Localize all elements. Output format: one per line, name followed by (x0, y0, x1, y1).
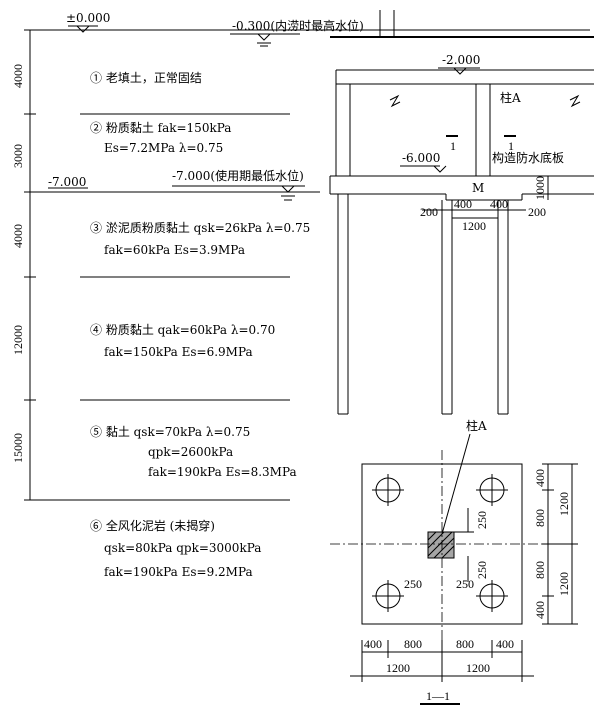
cap-height-dim: 1000 (533, 176, 547, 200)
thickness-label: 12000 (11, 325, 25, 355)
level-layer-boundary: -7.000 (48, 175, 86, 189)
pile-circle (476, 580, 508, 612)
plan-view: 柱A 250 250 250 250 400 800 800 400 1200 … (330, 418, 578, 705)
waterproof-slab-label: 构造防水底板 (492, 150, 564, 165)
dim-200-right: 200 (528, 205, 546, 219)
soil-layer-5-prop: fak=190kPa Es=8.3MPa (148, 465, 297, 479)
elevation-section: -2.000 柱A 1 1 -6.000 构造防水底板 M (329, 10, 594, 415)
level-low-water: -7.000(使用期最低水位) (172, 168, 304, 183)
soil-layer-3-prop: fak=60kPa Es=3.9MPa (104, 243, 245, 257)
soil-layer-1-title: ① 老填土，正常固结 (90, 71, 202, 85)
dim-200-left: 200 (420, 205, 438, 219)
bottom-total: 1200 (386, 661, 410, 675)
level-ground: ±0.000 (66, 11, 110, 25)
soil-layer-6-prop: qsk=80kPa qpk=3000kPa (104, 541, 261, 555)
pile-circle (372, 580, 404, 612)
section-mark: 1 (508, 139, 514, 153)
soil-layer-5-prop: qpk=2600kPa (148, 445, 233, 459)
dim-400-right: 400 (490, 197, 508, 211)
dim-250: 250 (475, 561, 489, 579)
soil-layer-6-title: ⑥ 全风化泥岩 (未揭穿) (90, 518, 215, 533)
soil-layer-4-title: ④ 粉质黏土 qak=60kPa λ=0.70 (90, 323, 275, 337)
soil-layer-2-title: ② 粉质黏土 fak=150kPa (90, 121, 231, 135)
bottom-dim: 400 (364, 637, 382, 651)
level-slab: -2.000 (442, 53, 480, 67)
soil-layer-6-prop: fak=190kPa Es=9.2MPa (104, 565, 253, 579)
soil-layer-2-prop: Es=7.2MPa λ=0.75 (104, 141, 223, 155)
soil-layer-5-title: ⑤ 黏土 qsk=70kPa λ=0.75 (90, 425, 250, 439)
dim-250: 250 (456, 577, 474, 591)
level-flood-water: -0.300(内涝时最高水位) (232, 18, 364, 33)
section-mark: 1 (450, 139, 456, 153)
right-total: 1200 (557, 572, 571, 596)
level-raft-top: -6.000 (402, 151, 440, 165)
right-dim: 800 (533, 561, 547, 579)
thickness-label: 15000 (11, 433, 25, 463)
pile-cap-label: M (472, 181, 484, 195)
thickness-label: 3000 (11, 144, 25, 168)
right-total: 1200 (557, 492, 571, 516)
thickness-label: 4000 (11, 224, 25, 248)
soil-layer-3-title: ③ 淤泥质粉质黏土 qsk=26kPa λ=0.75 (90, 221, 310, 235)
right-dim: 800 (533, 509, 547, 527)
plan-column-label: 柱A (466, 418, 487, 433)
dim-250: 250 (404, 577, 422, 591)
thickness-label: 4000 (11, 64, 25, 88)
right-dim: 400 (533, 469, 547, 487)
bottom-dim: 400 (496, 637, 514, 651)
soil-profile: 4000 3000 4000 12000 15000 ±0.000 -0.300… (11, 11, 594, 579)
dim-1200: 1200 (462, 219, 486, 233)
soil-layer-4-prop: fak=150kPa Es=6.9MPa (104, 345, 253, 359)
column-a-label: 柱A (500, 90, 521, 105)
bottom-dim: 800 (404, 637, 422, 651)
bottom-total: 1200 (466, 661, 490, 675)
dim-400-left: 400 (454, 197, 472, 211)
bottom-dim: 800 (456, 637, 474, 651)
dim-250: 250 (475, 511, 489, 529)
pile-circle (476, 474, 508, 506)
pile-circle (372, 474, 404, 506)
plan-section-title: 1—1 (426, 689, 450, 703)
right-dim: 400 (533, 601, 547, 619)
